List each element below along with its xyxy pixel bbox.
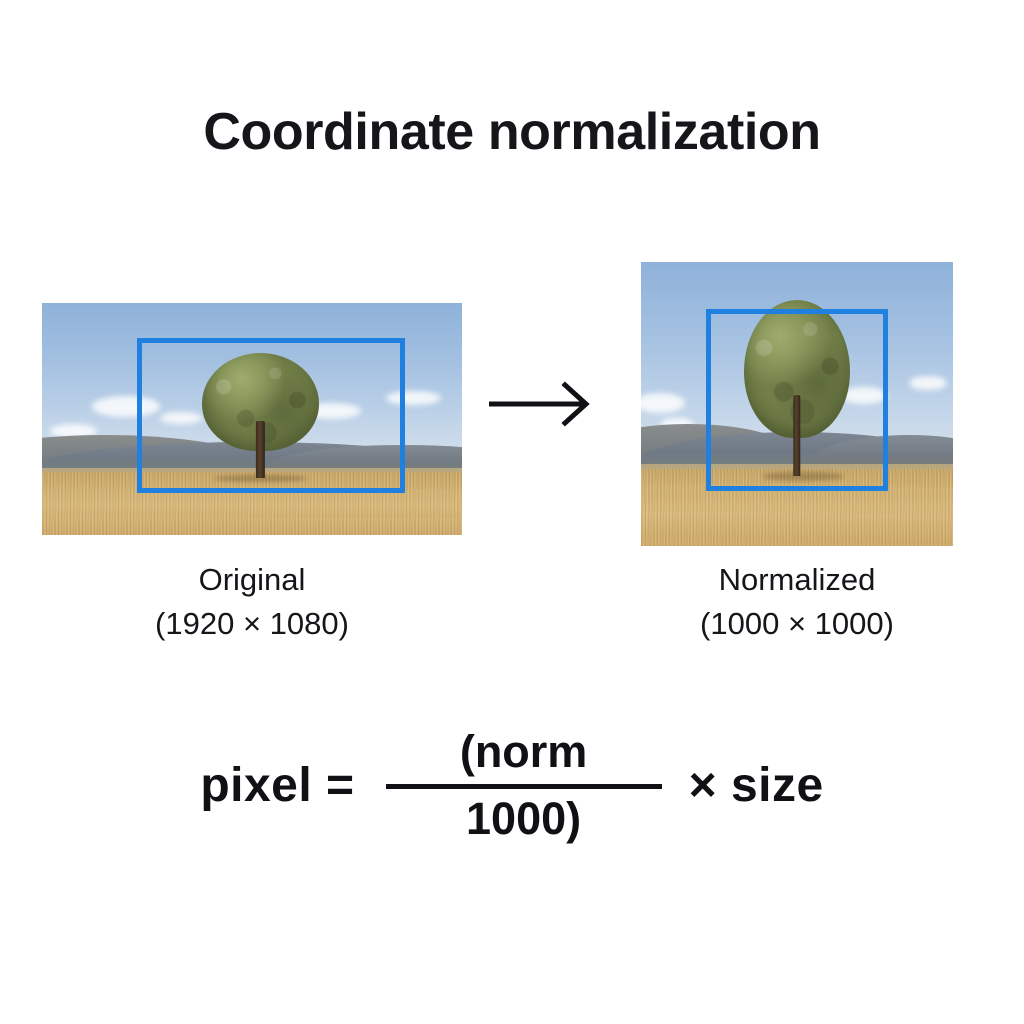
bounding-box-original [137, 338, 405, 493]
tree-trunk [256, 420, 265, 479]
normalized-image [641, 262, 953, 546]
cloud-icon [159, 412, 202, 424]
tree-trunk [793, 395, 801, 477]
original-image [42, 303, 462, 535]
tree-shadow [762, 472, 844, 481]
arrow-right-icon [487, 378, 597, 430]
formula-denominator: 1000) [466, 793, 582, 844]
cloud-icon [840, 386, 888, 404]
formula: pixel = (norm 1000) × size [0, 726, 1024, 845]
formula-right-hand-side: × size [688, 759, 824, 812]
formula-fraction-bar [385, 784, 662, 789]
tree-illustration [741, 297, 853, 477]
original-caption-dimensions: (1920 × 1080) [155, 606, 349, 641]
normalized-caption-name: Normalized [718, 562, 876, 597]
midground-strip [42, 467, 462, 477]
cloud-icon [641, 392, 685, 413]
cloud-icon [92, 395, 160, 417]
cloud-icon [909, 375, 947, 390]
cloud-icon [50, 423, 97, 438]
wheat-field-layer [641, 469, 953, 546]
original-caption-name: Original [198, 562, 306, 597]
normalized-caption-dimensions: (1000 × 1000) [700, 606, 894, 641]
tree-illustration [199, 350, 322, 479]
formula-left-hand-side: pixel = [200, 759, 355, 812]
original-caption: Original (1920 × 1080) [42, 558, 462, 646]
bounding-box-normalized [706, 309, 888, 491]
page-title: Coordinate normalization [203, 103, 821, 161]
normalized-caption: Normalized (1000 × 1000) [641, 558, 953, 646]
wheat-field-layer [42, 472, 462, 535]
formula-numerator: (norm [459, 726, 588, 777]
formula-fraction: (norm 1000) [385, 726, 663, 845]
